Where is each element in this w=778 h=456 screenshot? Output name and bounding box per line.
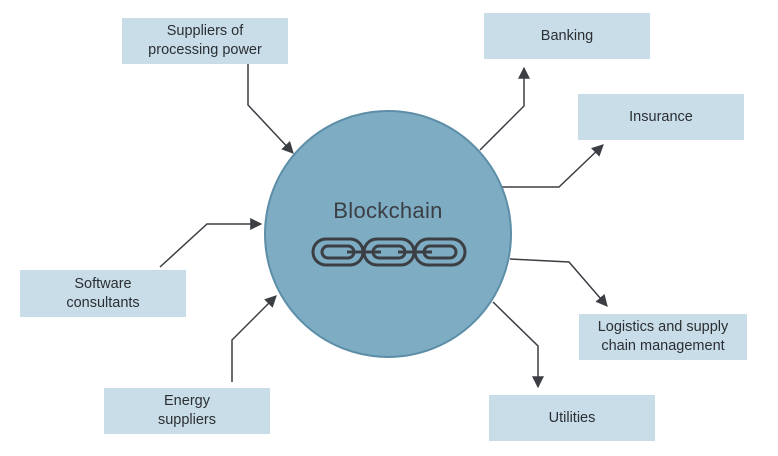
arrow-hub-to-insurance	[502, 144, 604, 188]
node-energy-suppliers: Energy suppliers	[104, 388, 270, 434]
arrow-software-to-hub	[159, 218, 263, 268]
node-utilities: Utilities	[489, 395, 655, 441]
blockchain-hub: Blockchain	[264, 110, 512, 358]
node-suppliers-of-processing-power: Suppliers of processing power	[122, 18, 288, 64]
hub-title: Blockchain	[333, 198, 443, 223]
node-logistics-and-supply-chain: Logistics and supply chain management	[579, 314, 747, 360]
node-software-consultants: Software consultants	[20, 270, 186, 317]
arrow-energy-to-hub	[231, 295, 277, 382]
node-insurance: Insurance	[578, 94, 744, 140]
arrow-hub-to-logistics	[509, 258, 608, 307]
arrow-hub-to-banking	[479, 66, 530, 151]
node-banking: Banking	[484, 13, 650, 59]
arrow-suppliers-to-hub	[247, 64, 294, 154]
arrow-hub-to-utilities	[492, 301, 544, 389]
chain-links-icon	[311, 237, 467, 267]
